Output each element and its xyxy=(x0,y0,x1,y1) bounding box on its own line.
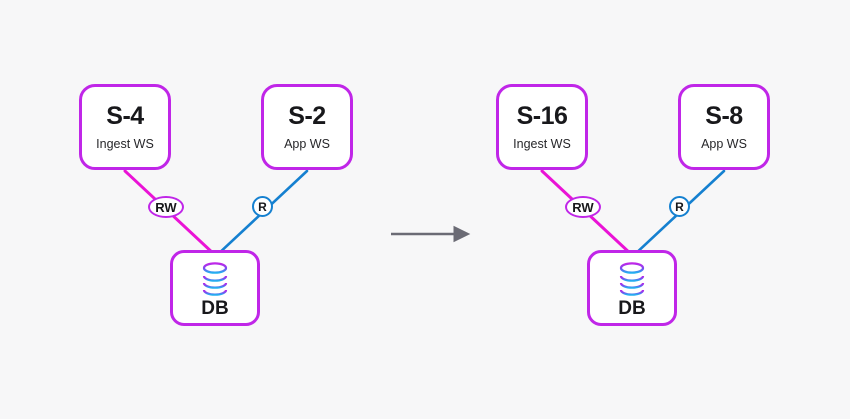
ingest-ws-subtitle: Ingest WS xyxy=(513,136,571,151)
edge-badge-r-label: R xyxy=(258,199,267,214)
app-ws-node[interactable]: S-2 App WS xyxy=(261,84,353,170)
db-label: DB xyxy=(201,298,229,319)
ingest-ws-node[interactable]: S-16 Ingest WS xyxy=(496,84,588,170)
db-node[interactable]: DB xyxy=(587,250,677,326)
database-cylinder-icon xyxy=(202,262,228,296)
edge-badge-r[interactable]: R xyxy=(669,196,690,217)
app-ws-subtitle: App WS xyxy=(284,136,330,151)
ingest-ws-node[interactable]: S-4 Ingest WS xyxy=(79,84,171,170)
edge-badge-r-label: R xyxy=(675,199,684,214)
db-label: DB xyxy=(618,298,646,319)
app-ws-title: S-2 xyxy=(288,101,326,130)
ingest-ws-subtitle: Ingest WS xyxy=(96,136,154,151)
edge-badge-rw-label: RW xyxy=(155,199,177,215)
edge-badge-r[interactable]: R xyxy=(252,196,273,217)
app-ws-subtitle: App WS xyxy=(701,136,747,151)
ingest-ws-title: S-4 xyxy=(106,101,144,130)
app-ws-title: S-8 xyxy=(705,101,743,130)
edge-badge-rw[interactable]: RW xyxy=(148,196,184,218)
edge-badge-rw-label: RW xyxy=(572,199,594,215)
database-cylinder-icon xyxy=(619,262,645,296)
edge-badge-rw[interactable]: RW xyxy=(565,196,601,218)
db-node[interactable]: DB xyxy=(170,250,260,326)
ingest-ws-title: S-16 xyxy=(516,101,568,130)
app-ws-node[interactable]: S-8 App WS xyxy=(678,84,770,170)
